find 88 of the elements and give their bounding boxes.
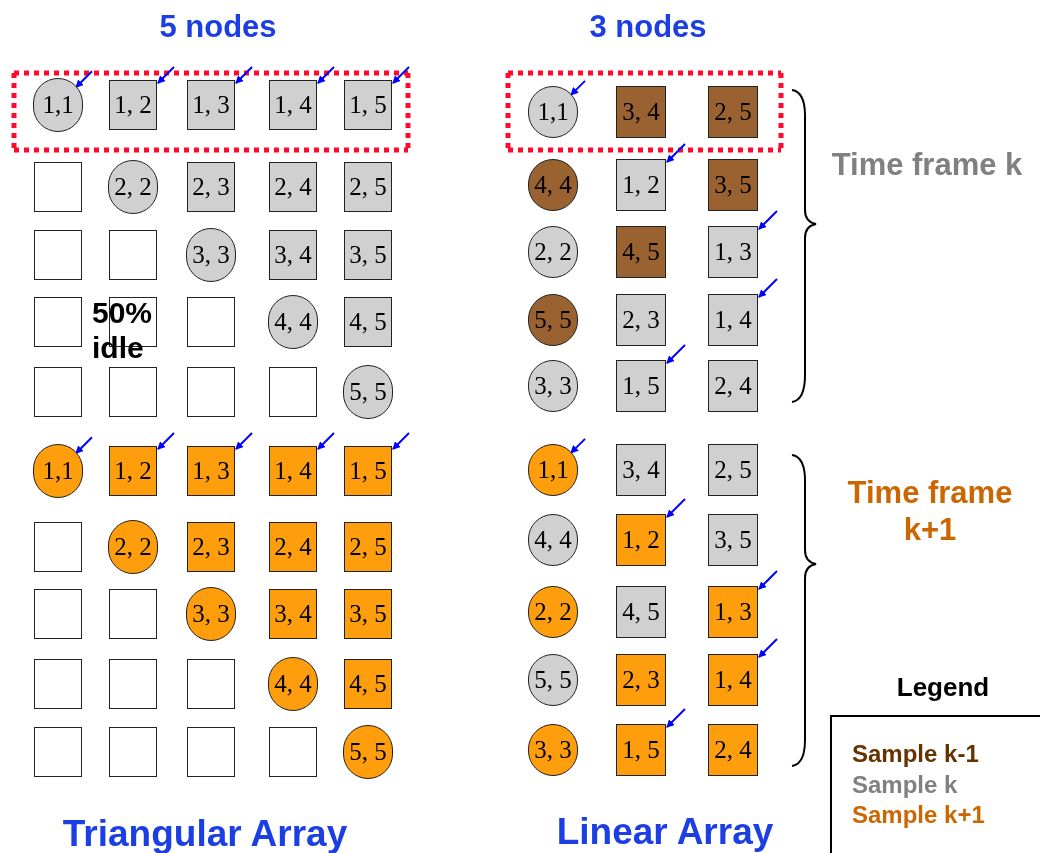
square-node: 3, 4 [269, 230, 317, 280]
square-node: 1, 2 [616, 514, 666, 566]
square-node: 4, 5 [616, 226, 666, 278]
heading: 3 nodes [588, 8, 708, 46]
square-node: 2, 5 [344, 162, 392, 212]
square-node [109, 659, 157, 709]
square-node: 1, 5 [616, 724, 666, 776]
square-node: 1, 2 [109, 80, 157, 130]
square-node: 2, 5 [708, 444, 758, 496]
square-node [34, 589, 82, 639]
arrow [758, 638, 778, 658]
square-node: 3, 5 [708, 514, 758, 566]
arrow [758, 210, 778, 230]
arrow [235, 66, 253, 84]
square-node [109, 230, 157, 280]
square-node: 1, 5 [344, 80, 392, 130]
square-node: 2, 4 [269, 162, 317, 212]
square-node [109, 367, 157, 417]
square-node: 4, 5 [344, 659, 392, 709]
arrow [75, 436, 93, 455]
square-node [34, 659, 82, 709]
square-node: 1, 3 [187, 80, 235, 130]
square-node: 2, 4 [708, 724, 758, 776]
square-node [34, 367, 82, 417]
arrow [758, 278, 778, 298]
square-node: 1, 3 [708, 586, 758, 638]
square-node: 2, 4 [708, 360, 758, 412]
square-node: 4, 5 [616, 586, 666, 638]
square-node [187, 659, 235, 709]
legend-title: Legend [895, 671, 991, 704]
time-frame-label: Time frame k+1 [846, 474, 1014, 549]
arrow [570, 79, 586, 96]
arrow [317, 66, 335, 84]
square-node: 2, 5 [344, 522, 392, 572]
arrow [157, 432, 175, 450]
square-node: 2, 3 [616, 294, 666, 346]
heading: Linear Array [555, 810, 775, 853]
legend-entry: Sample k+1 [852, 801, 986, 831]
square-node [34, 522, 82, 572]
square-node: 2, 3 [187, 162, 235, 212]
square-node: 3, 4 [269, 589, 317, 639]
heading: 5 nodes [158, 8, 278, 46]
square-node: 3, 5 [344, 230, 392, 280]
square-node [34, 230, 82, 280]
square-node [34, 727, 82, 777]
arrow [317, 432, 335, 450]
square-node [34, 297, 82, 347]
arrow [392, 66, 410, 84]
arrow [666, 344, 686, 364]
square-node: 1, 2 [616, 159, 666, 211]
arrow [235, 432, 253, 450]
square-node: 1, 3 [187, 446, 235, 496]
square-node: 3, 4 [616, 86, 666, 138]
arrow [666, 143, 686, 163]
square-node [269, 727, 317, 777]
time-frame-label: Time frame k [830, 146, 1024, 184]
square-node: 1, 3 [708, 226, 758, 278]
arrow [666, 498, 686, 518]
square-node: 2, 4 [269, 522, 317, 572]
square-node: 4, 5 [344, 297, 392, 347]
square-node: 3, 4 [616, 444, 666, 496]
square-node [187, 367, 235, 417]
arrow [758, 570, 778, 590]
arrow [570, 437, 586, 454]
square-node: 1, 4 [269, 80, 317, 130]
arrow [666, 708, 686, 728]
square-node: 1, 5 [344, 446, 392, 496]
arrow [157, 66, 175, 84]
square-node: 3, 5 [344, 589, 392, 639]
square-node [269, 367, 317, 417]
square-node: 1, 4 [708, 294, 758, 346]
square-node [109, 727, 157, 777]
square-node: 1, 4 [708, 654, 758, 706]
square-node [187, 727, 235, 777]
legend-entry: Sample k-1 [852, 739, 980, 769]
square-node: 1, 4 [269, 446, 317, 496]
square-node: 3, 5 [708, 159, 758, 211]
square-node [187, 297, 235, 347]
legend-entry: Sample k [852, 770, 959, 800]
square-node [109, 589, 157, 639]
square-node: 1, 2 [109, 446, 157, 496]
square-node: 2, 5 [708, 86, 758, 138]
square-node [34, 162, 82, 212]
arrow [392, 432, 410, 450]
square-node: 1, 5 [616, 360, 666, 412]
square-node: 2, 3 [616, 654, 666, 706]
square-node: 2, 3 [187, 522, 235, 572]
arrow [75, 70, 93, 89]
